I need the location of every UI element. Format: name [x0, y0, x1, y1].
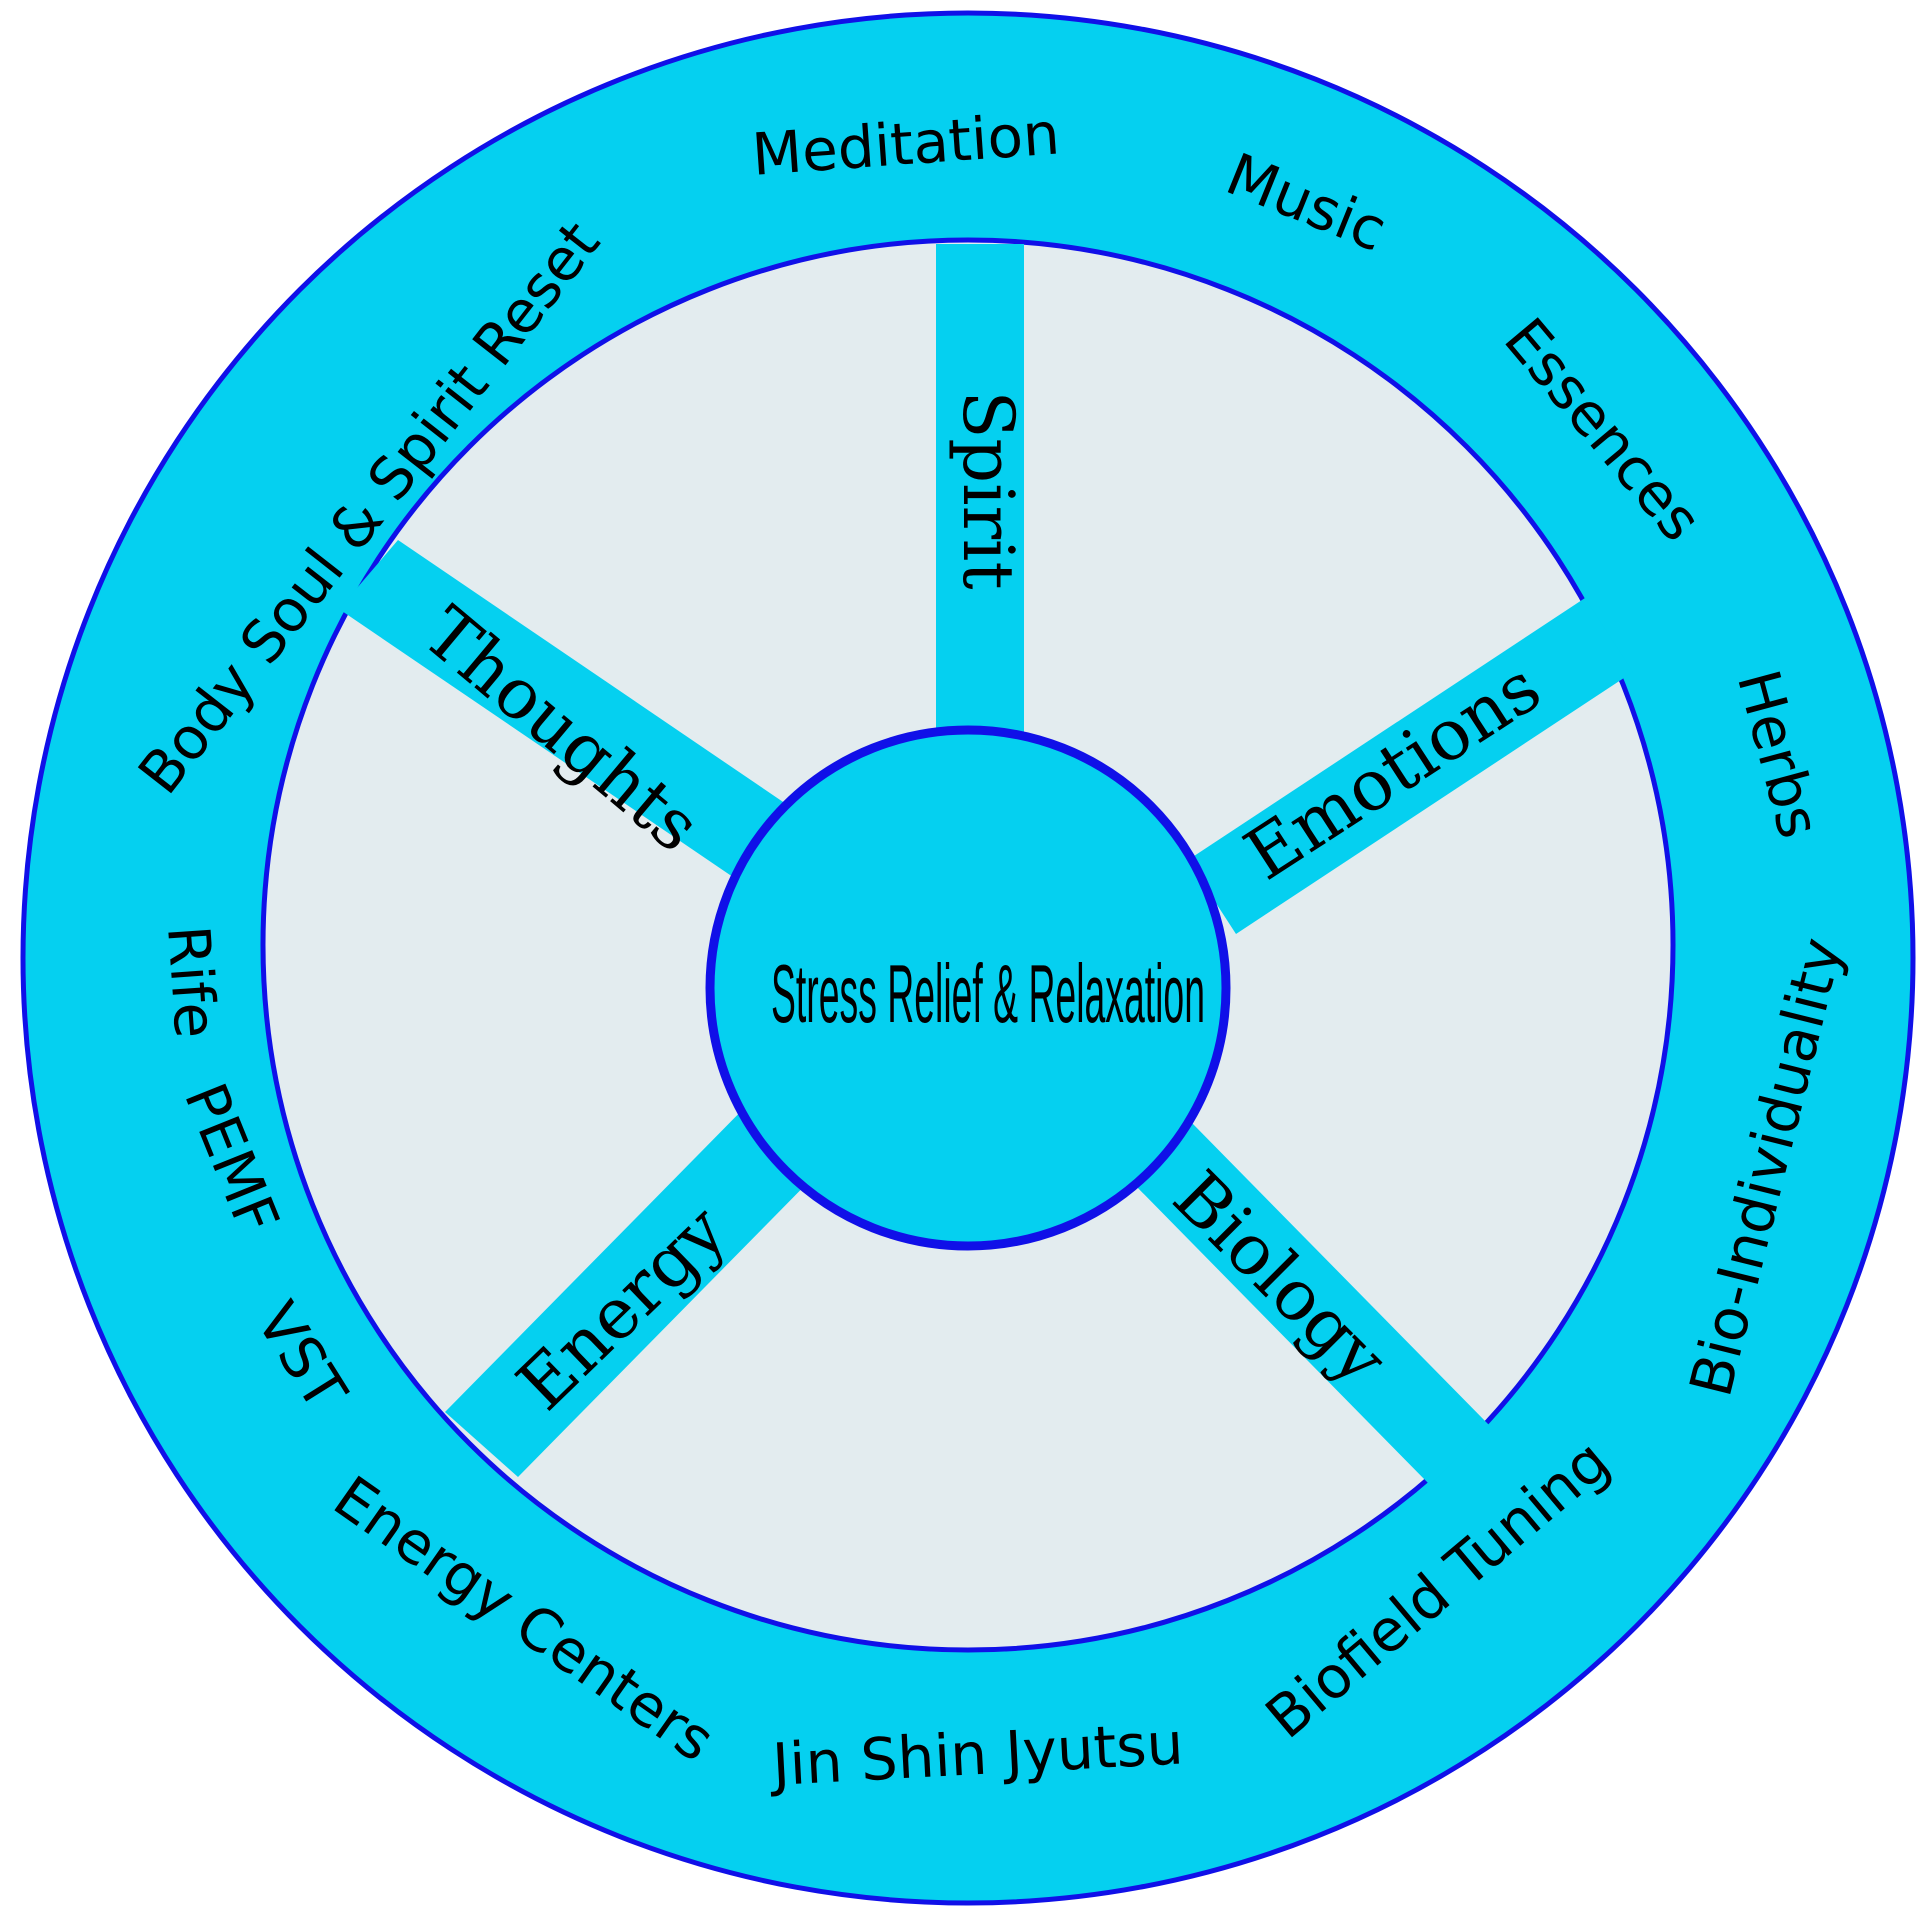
spoke-biology — [1132, 1122, 1489, 1485]
spoke-spirit — [936, 244, 1024, 740]
outer-label-rife: Rife — [154, 923, 230, 1040]
spoke-emotions — [1188, 598, 1633, 934]
spokes — [339, 244, 1633, 1485]
spoke-thoughts — [339, 540, 814, 892]
spoke-label-spirit: Spirit — [947, 390, 1029, 589]
hub-circle — [705, 725, 1231, 1251]
spoke-energy — [445, 1095, 830, 1477]
hub-label: Stress Relief & Relaxation — [771, 949, 1205, 1041]
